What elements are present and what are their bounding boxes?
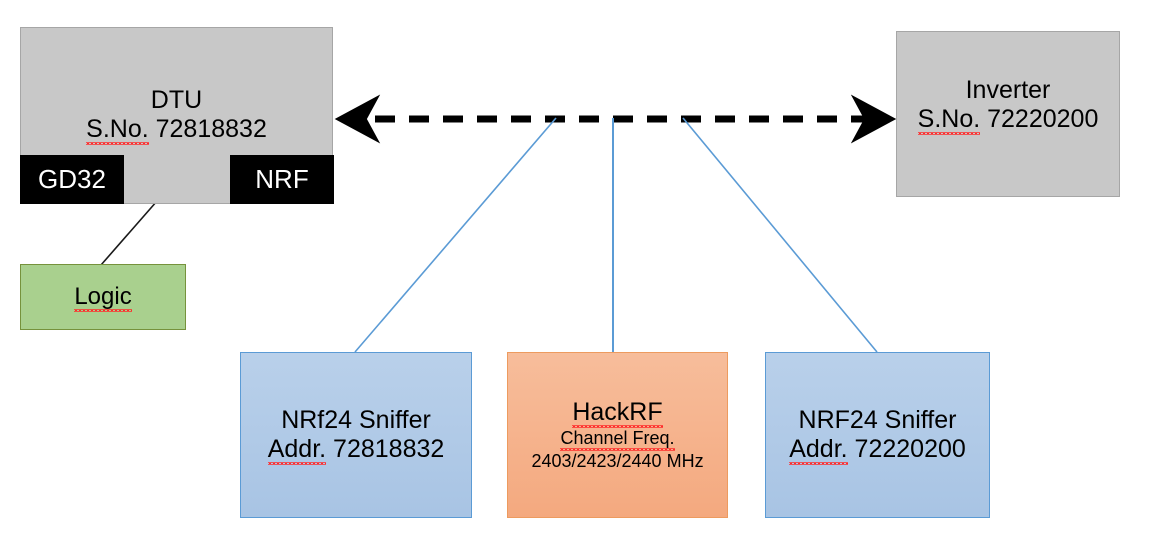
hackrf-title: HackRF [572, 398, 663, 428]
node-inverter[interactable]: Inverter S.No. 72220200 [896, 31, 1120, 197]
inverter-serial: S.No. 72220200 [917, 105, 1099, 135]
hackrf-frequencies: 2403/2423/2440 MHz [531, 450, 704, 471]
nrf-label: NRF [255, 164, 309, 194]
tap-line-sniffer-left [354, 117, 557, 353]
dtu-serial: S.No. 72818832 [86, 115, 267, 145]
sniffer-left-addr-prefix: Addr. [267, 435, 327, 465]
inverter-serial-number: 72220200 [987, 105, 1099, 133]
logic-label-text: Logic [74, 283, 133, 312]
sniffer-right-addr-value: 72220200 [854, 435, 966, 463]
inverter-serial-prefix: S.No. [917, 105, 981, 135]
sniffer-left-addr: Addr. 72818832 [267, 435, 445, 465]
tap-line-sniffer-right [682, 117, 878, 353]
sniffer-right-title-text: NRF24 Sniffer [798, 406, 957, 434]
sniffer-left-addr-value: 72818832 [333, 435, 445, 463]
node-hackrf[interactable]: HackRF Channel Freq. 2403/2423/2440 MHz [507, 352, 728, 518]
sniffer-right-addr-prefix: Addr. [789, 435, 848, 465]
node-sniffer-right[interactable]: NRF24 Sniffer Addr. 72220200 [765, 352, 990, 518]
node-logic[interactable]: Logic [20, 264, 186, 330]
dtu-serial-prefix: S.No. [86, 115, 149, 145]
logic-label: Logic [74, 283, 133, 312]
sniffer-right-addr: Addr. 72220200 [789, 435, 966, 465]
hackrf-channel-label-text: Channel Freq. [560, 428, 675, 450]
hackrf-title-text: HackRF [572, 398, 663, 428]
sniffer-right-title: NRF24 Sniffer [799, 406, 957, 435]
dtu-title: DTU [150, 86, 203, 114]
node-sniffer-left[interactable]: NRf24 Sniffer Addr. 72818832 [240, 352, 472, 518]
sniffer-left-title: NRf24 Sniffer [281, 406, 431, 435]
inverter-title: Inverter [965, 76, 1051, 104]
hackrf-channel-label: Channel Freq. [560, 427, 675, 450]
gd32-label: GD32 [38, 164, 106, 194]
node-nrf[interactable]: NRF [230, 155, 334, 204]
dtu-serial-number: 72818832 [155, 115, 267, 143]
node-gd32[interactable]: GD32 [20, 155, 124, 204]
sniffer-left-title-text: NRf24 Sniffer [281, 406, 431, 434]
